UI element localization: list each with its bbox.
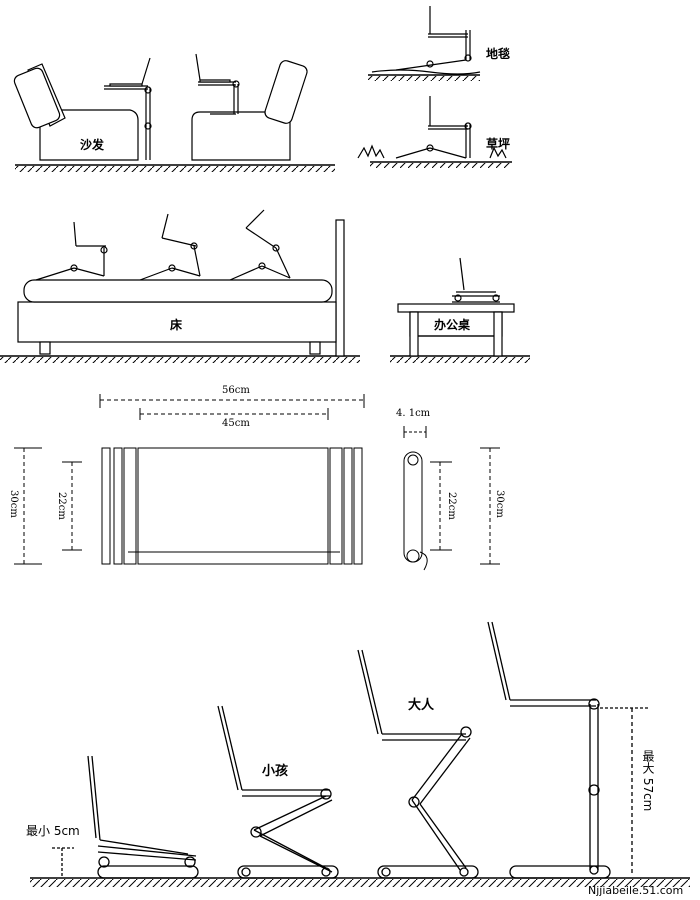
min-height-label: 最小 5cm: [26, 824, 80, 838]
lawn-label: 草坪: [486, 137, 511, 151]
lawn-scene: [357, 96, 512, 168]
carpet-label: 地毯: [486, 47, 511, 61]
sofa-label: 沙发: [80, 138, 105, 152]
carpet-scene: [368, 6, 481, 81]
width-inner-right-label: 22cm: [446, 492, 457, 520]
width-outer-left-label: 30cm: [8, 490, 19, 518]
max-height-label: 最大 57cm: [641, 750, 655, 812]
child-label: 小孩: [262, 764, 289, 779]
dimension-front-view: [14, 394, 365, 565]
width-outer-right-label: 30cm: [494, 490, 505, 518]
stand-child: [217, 705, 339, 879]
watermark: Njjiabeile.51.com: [588, 884, 684, 897]
dimension-side-view: [403, 426, 500, 571]
bed-scene: [0, 209, 360, 363]
width-inner-left-label: 22cm: [56, 492, 67, 520]
height-stages: [30, 621, 690, 887]
sofa-scene: [13, 53, 335, 172]
bed-label: 床: [170, 318, 183, 332]
thickness-label: 4. 1cm: [396, 408, 431, 419]
length-outer-label: 56cm: [222, 385, 250, 396]
desk-scene: [390, 257, 530, 363]
stand-min: [52, 755, 199, 879]
stand-adult: [357, 649, 479, 879]
adult-label: 大人: [408, 698, 435, 713]
length-inner-label: 45cm: [222, 418, 250, 429]
desk-label: 办公桌: [434, 318, 471, 332]
stand-max: [487, 621, 648, 879]
